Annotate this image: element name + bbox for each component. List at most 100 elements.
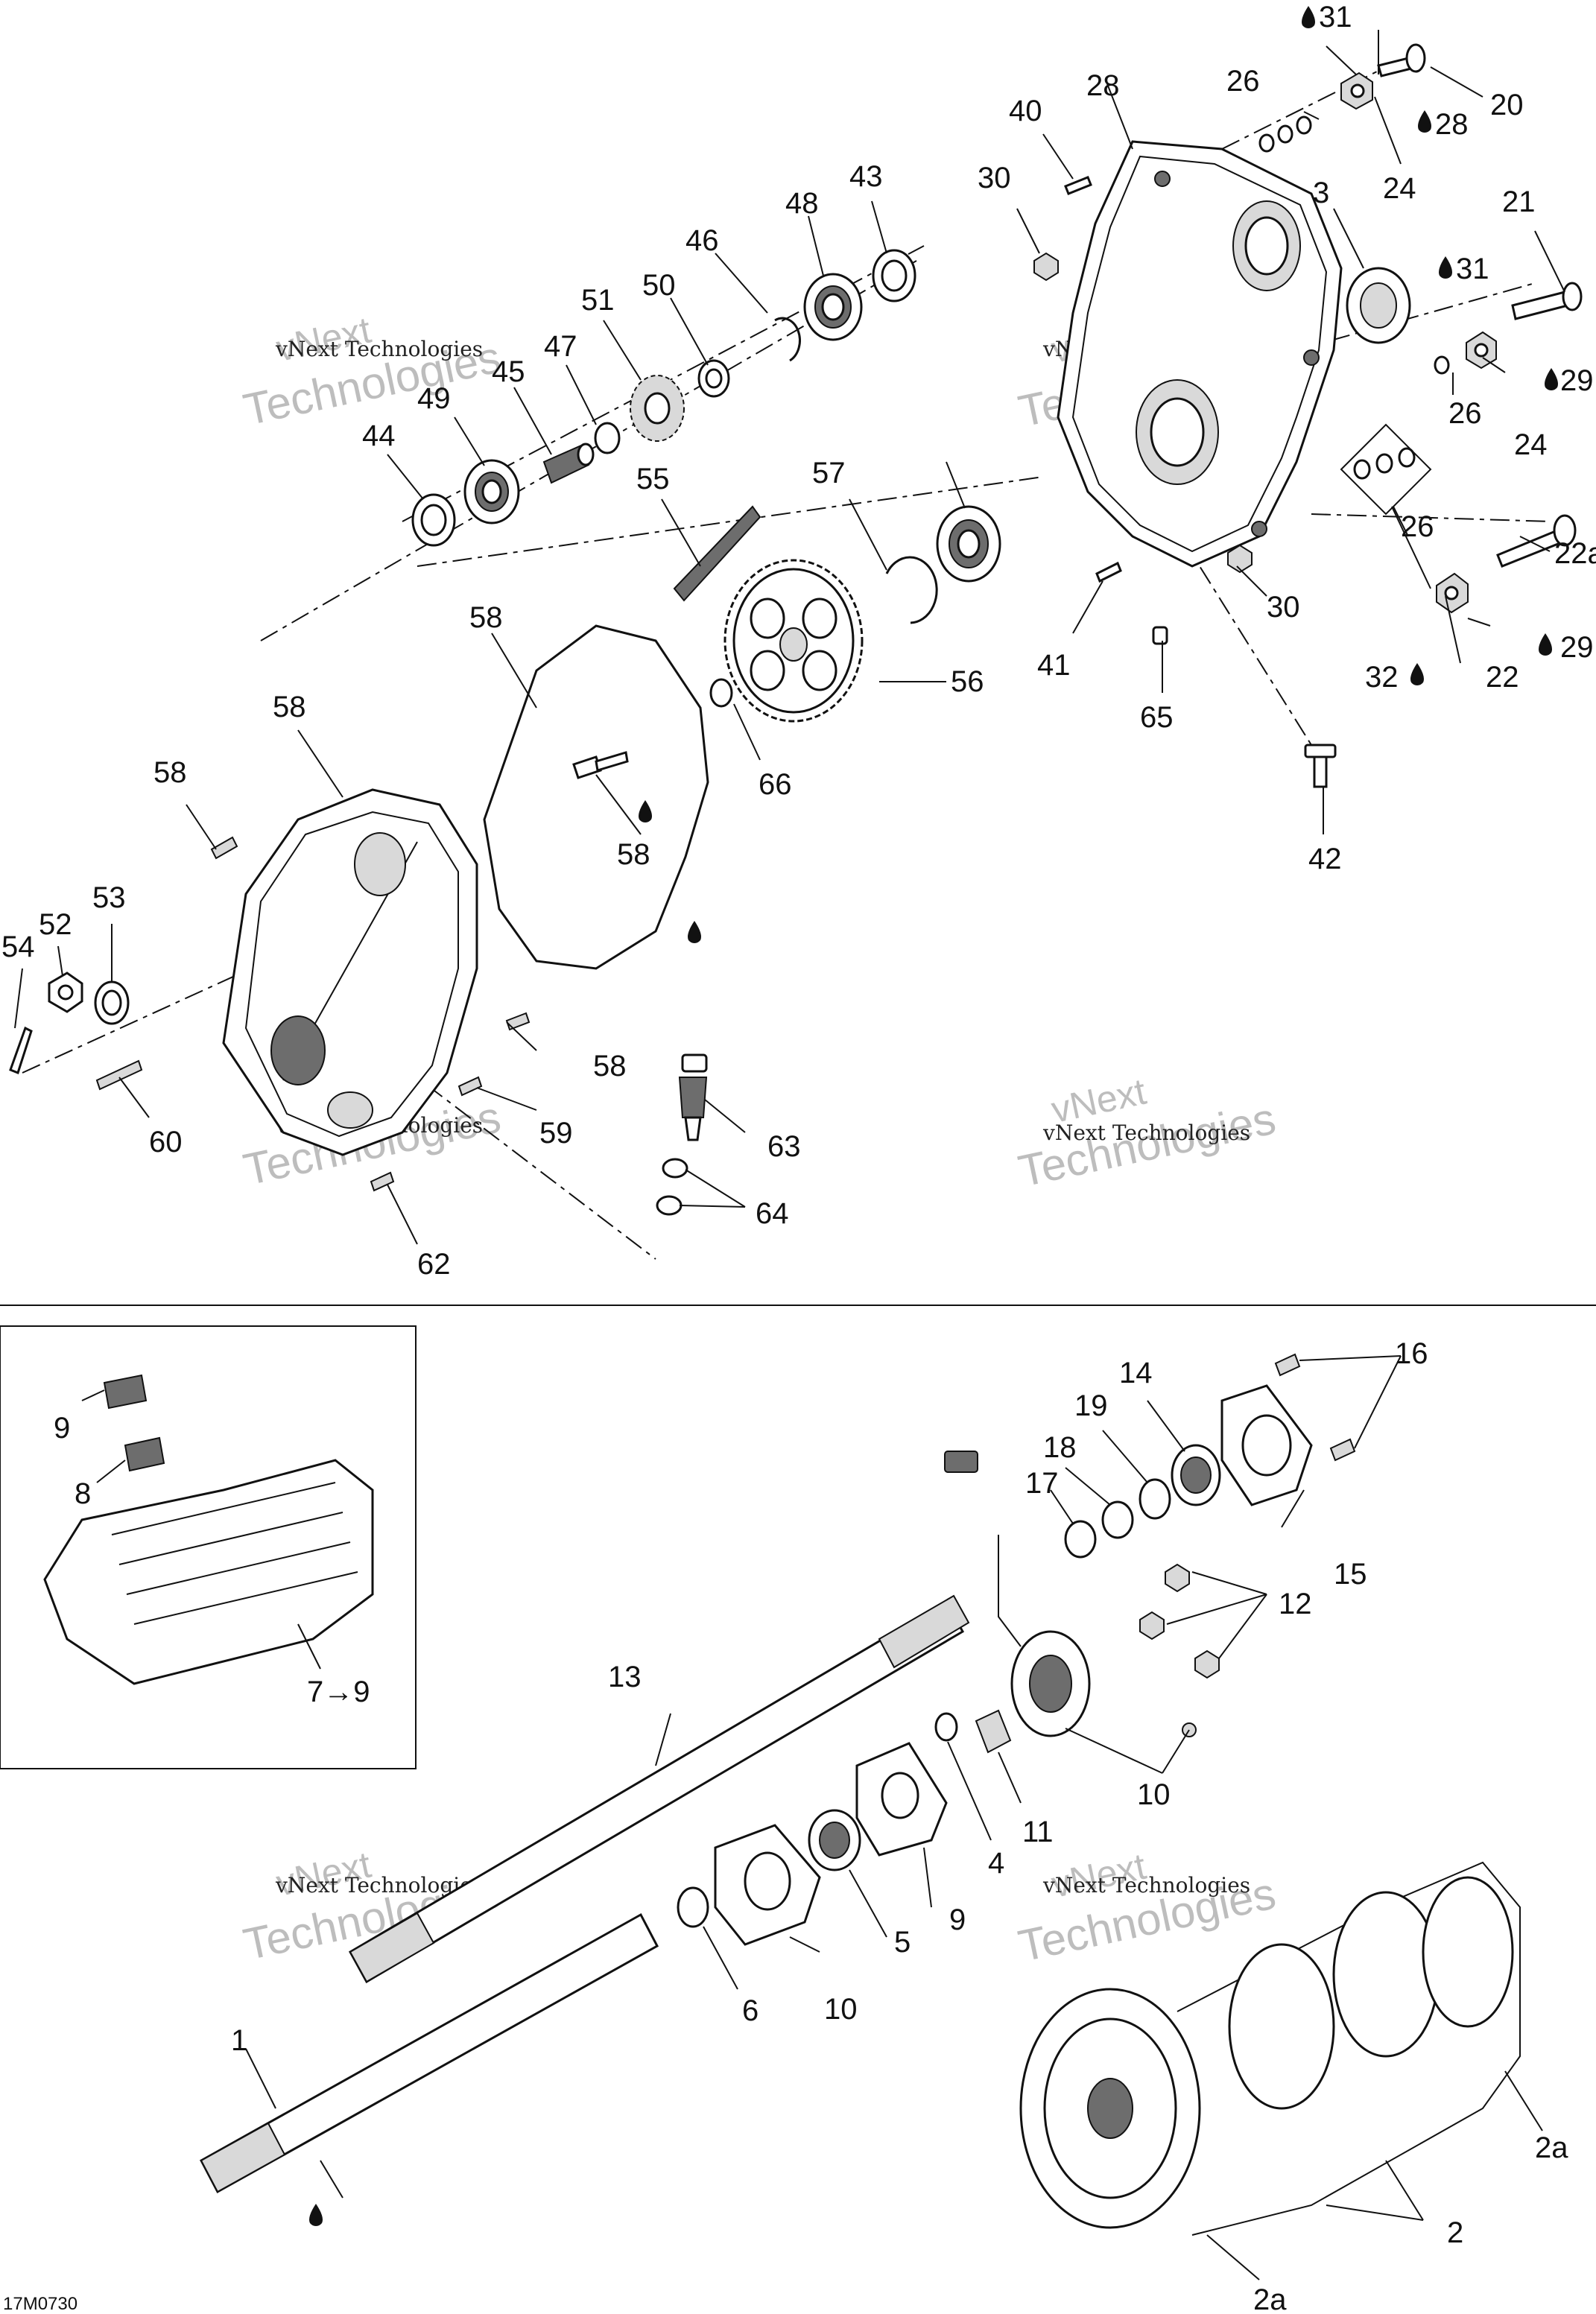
callout-29: 30 (978, 162, 1011, 194)
callout-58: 58 (153, 756, 187, 789)
gasket-55 (483, 624, 709, 970)
washer-63 (709, 678, 733, 708)
drive-sprocket-2 (1019, 1861, 1521, 2236)
bolt-58-b (505, 1012, 531, 1031)
lubricant-drop-icon (1545, 368, 1558, 390)
bolt-32 (1304, 744, 1337, 788)
seal-41 (411, 493, 456, 547)
callout-10: 10 (824, 1993, 858, 2026)
callout-30: 32 (1365, 661, 1399, 694)
nut-49 (48, 971, 83, 1013)
diagram-code: 17M0730 (3, 2294, 77, 2314)
callout-57: 58 (617, 838, 650, 871)
washer-60-b (656, 1195, 683, 1216)
washer-60-a (662, 1158, 688, 1179)
callout-4: 4 (988, 1847, 1004, 1880)
ring-21 (1139, 1478, 1171, 1520)
sprocket-hub (1087, 2078, 1133, 2139)
drive-axle-1 (199, 1912, 659, 2194)
callout-31: 40 (1009, 95, 1042, 127)
callout-6: 6 (742, 1994, 759, 2027)
callout-45: 48 (785, 187, 819, 220)
callout-20: 18 (1043, 1431, 1077, 1464)
sensor-housing-12 (944, 1451, 1091, 1737)
sprocket-wheel-2 (1228, 1943, 1335, 2110)
callout-5: 5 (894, 1926, 911, 1959)
drive-axle-assembly (0, 1325, 1521, 2236)
nut-24-mid (1466, 331, 1497, 370)
callout-58: 58 (593, 1050, 627, 1082)
pin-31-bot (1095, 561, 1122, 583)
washers-26-bot (1340, 423, 1432, 516)
callout-41: 44 (362, 419, 396, 452)
callout-30: 31 (1319, 1, 1352, 34)
nut-29-top (1033, 252, 1059, 282)
callout-51: 54 (1, 931, 35, 963)
circlip-54 (885, 556, 938, 624)
callout-54: 57 (812, 457, 846, 489)
chaincase-housing (1057, 140, 1343, 568)
chaincase-assembly (9, 43, 1583, 1260)
nut-24-top (1340, 72, 1373, 110)
callout-47: 50 (642, 269, 676, 302)
callout-44: 47 (544, 330, 577, 363)
callout-29: 30 (1267, 591, 1300, 624)
driveshaft-15 (348, 1594, 970, 1984)
bearing-housing-10 (714, 1824, 821, 1946)
housing-outline (1057, 140, 1343, 568)
callout-17: 15 (1334, 1558, 1367, 1591)
chaincase-cover-56 (222, 788, 478, 1156)
nut-14-a (1165, 1563, 1190, 1593)
callout-18: 16 (1395, 1337, 1428, 1370)
callout-26: 26 (1448, 397, 1482, 430)
lubricant-drop-icon (1439, 256, 1452, 279)
callout-26: 26 (1226, 65, 1260, 98)
bearing-64 (936, 505, 1001, 583)
lubricant-drop-icon (1418, 110, 1431, 133)
seal-40 (872, 249, 916, 302)
lubricant-drop-icon (1539, 633, 1552, 656)
bolt-58-d (95, 1059, 143, 1091)
callout-58: 60 (149, 1126, 183, 1158)
bolt-58-a (210, 836, 238, 860)
callout-13: 11 (1022, 1816, 1054, 1848)
clip-9 (103, 1374, 148, 1410)
callout-2: 2 (1447, 2216, 1463, 2249)
callout-27: 28 (1086, 69, 1120, 102)
callout-21: 19 (1074, 1389, 1108, 1422)
callout-49: 52 (39, 908, 72, 941)
bolt-58-e (370, 1171, 395, 1192)
callout-40: 43 (849, 160, 883, 193)
pin-31-top (1064, 176, 1092, 195)
leader-lines (14, 30, 1565, 2280)
housing-tab-2 (1303, 349, 1320, 366)
callout-24: 24 (1514, 428, 1548, 461)
bearing-3 (1346, 267, 1411, 344)
sprocket-wheel-4 (1422, 1876, 1514, 2028)
bushing-42 (542, 443, 595, 484)
callout-62: 65 (1140, 701, 1174, 734)
callout-22: 22a (1554, 537, 1596, 570)
bolt-22-bot (1496, 514, 1577, 568)
sprocket-48 (630, 375, 685, 442)
callout-46: 49 (417, 382, 451, 415)
callout-30: 31 (1456, 253, 1489, 285)
callout-58: 62 (417, 1248, 451, 1281)
watermark-small: vNext Technologies (1042, 1120, 1250, 1145)
bolt-58-c (457, 1076, 483, 1097)
callout-19: 17 (1025, 1467, 1059, 1500)
ring-4 (934, 1712, 958, 1742)
callout-3: 3 (1313, 177, 1329, 209)
washer-44 (594, 422, 621, 454)
axis-lower-shaft (417, 476, 1044, 567)
ring-20 (1101, 1500, 1134, 1539)
sprocket-53 (723, 559, 864, 723)
callout-14: 12 (1279, 1588, 1312, 1620)
bearing-plate-17 (1220, 1384, 1313, 1506)
lubricant-drop-icon (309, 2204, 323, 2226)
bearing-housing-11 (855, 1742, 948, 1857)
callout-28: 28 (1435, 108, 1469, 141)
callout-23: 22 (1486, 661, 1519, 694)
callout-48: 51 (581, 284, 615, 317)
